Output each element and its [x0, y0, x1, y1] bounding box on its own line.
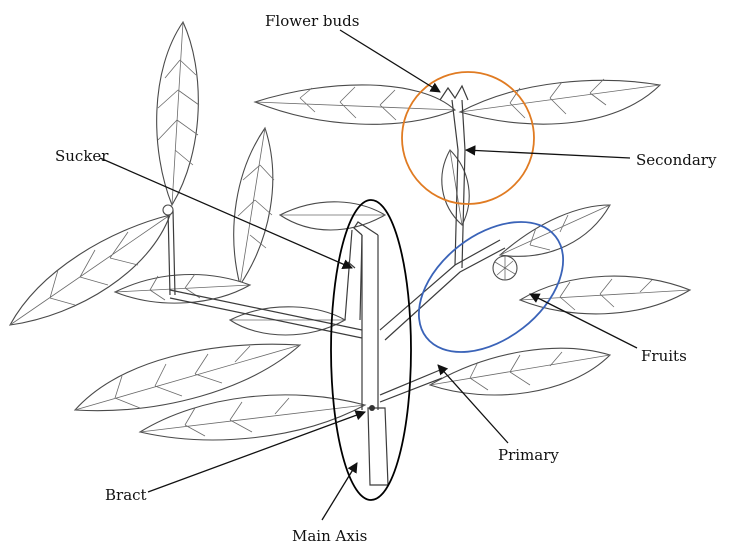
label-bract: Bract: [105, 486, 147, 504]
secondary-arrow: [466, 150, 630, 158]
leaf-top-right: [460, 79, 660, 124]
sucker-shoot: [345, 230, 362, 320]
leaf-top-left: [157, 22, 199, 205]
leaves: [10, 22, 690, 440]
label-secondary: Secondary: [636, 151, 717, 169]
flower-buds-arrow: [340, 30, 440, 92]
leaf-right-upper: [500, 205, 610, 256]
label-sucker: Sucker: [55, 147, 109, 165]
label-fruits: Fruits: [641, 347, 687, 365]
primary-branch: [380, 240, 505, 340]
label-primary: Primary: [498, 446, 559, 464]
leaf-left-branch: [115, 274, 250, 303]
leaf-center-mid: [280, 202, 385, 230]
leaf-left-mid: [234, 128, 274, 285]
leaf-right-lower: [430, 348, 610, 395]
label-main-axis: Main Axis: [292, 527, 367, 545]
main-axis-stem: [368, 408, 388, 485]
label-flower-buds: Flower buds: [265, 12, 359, 30]
main-axis-arrow: [322, 463, 357, 520]
leaf-right-mid: [520, 276, 690, 314]
leaf-top-long: [255, 85, 455, 124]
leaf-far-left: [10, 215, 170, 325]
